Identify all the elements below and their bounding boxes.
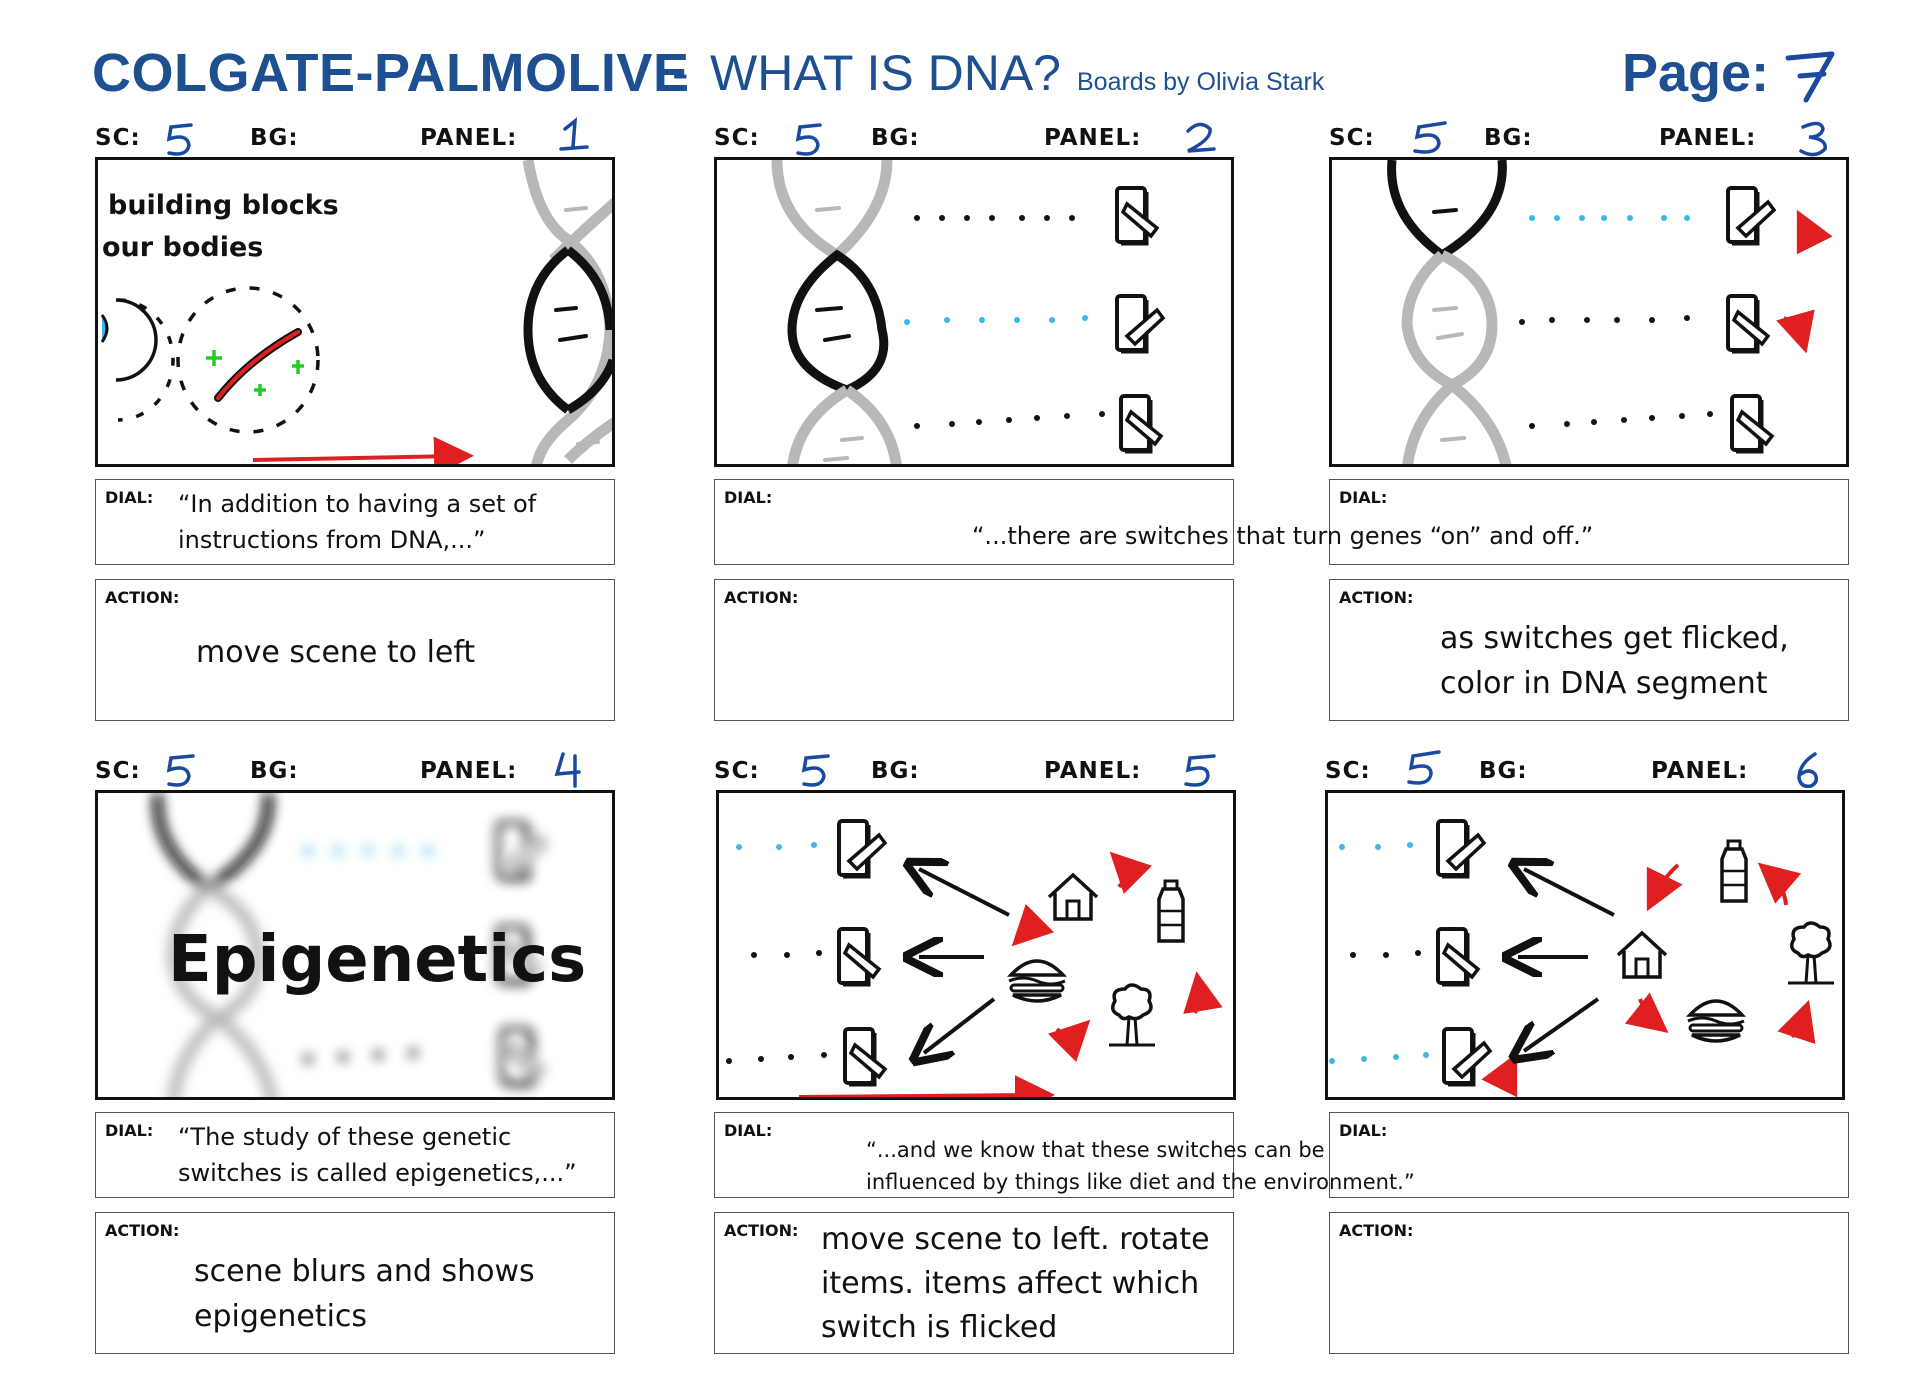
panel-frame: building blocks our bodies bbox=[95, 157, 615, 467]
dial-label: DIAL: bbox=[724, 1121, 773, 1140]
bg-label: BG: bbox=[871, 758, 920, 784]
action-line-3: switch is flicked bbox=[821, 1310, 1058, 1345]
action-line-2: color in DNA segment bbox=[1440, 666, 1768, 701]
frame-caption-line-2: our bodies bbox=[102, 232, 264, 263]
panel-label: PANEL: bbox=[1659, 125, 1757, 151]
page-number-handwritten bbox=[1785, 51, 1835, 103]
sc-number-5 bbox=[166, 123, 193, 156]
sc-number-5 bbox=[166, 754, 195, 787]
panel-label: PANEL: bbox=[1044, 125, 1142, 151]
panel-meta: SC: BG: PANEL: bbox=[1329, 115, 1849, 157]
bg-label: BG: bbox=[1479, 758, 1528, 784]
dialogue-line-1: “The study of these genetic bbox=[178, 1123, 512, 1151]
panel-number-6 bbox=[1797, 752, 1819, 789]
dialogue-box: DIAL: “In addition to having a set of in… bbox=[95, 479, 615, 565]
panel-frame bbox=[1329, 157, 1849, 467]
panel-meta: SC: BG: PANEL: bbox=[1325, 748, 1849, 789]
dialogue-line-2: instructions from DNA,...” bbox=[178, 526, 486, 554]
sc-label: SC: bbox=[1329, 125, 1375, 151]
action-label: ACTION: bbox=[105, 1221, 180, 1240]
action-label: ACTION: bbox=[105, 588, 180, 607]
bg-label: BG: bbox=[1484, 125, 1533, 151]
panel-1-illustration bbox=[100, 160, 612, 464]
action-line-2: items. items affect which bbox=[821, 1266, 1200, 1301]
bg-label: BG: bbox=[250, 758, 299, 784]
sc-label: SC: bbox=[714, 125, 760, 151]
panel-2-dialogue-line-1: “...there are switches that turn genes “… bbox=[972, 522, 1594, 550]
panel-meta: SC: BG: PANEL: bbox=[714, 748, 1234, 788]
page-header: COLGATE-PALMOLIVE - WHAT IS DNA? Boards … bbox=[92, 38, 1852, 108]
dialogue-box: DIAL: bbox=[1329, 479, 1849, 565]
sc-number-5 bbox=[1407, 750, 1441, 785]
dialogue-line-2: switches is called epigenetics,...” bbox=[178, 1159, 577, 1187]
panel-3-illustration bbox=[1387, 160, 1833, 464]
panel-meta: SC: BG: PANEL: bbox=[95, 748, 615, 788]
dial-label: DIAL: bbox=[724, 488, 773, 507]
panel-frame bbox=[716, 790, 1236, 1100]
action-line-1: scene blurs and shows bbox=[194, 1254, 535, 1289]
sc-label: SC: bbox=[1325, 758, 1371, 784]
frame-caption-line-1: building blocks bbox=[108, 190, 339, 221]
dialogue-box: DIAL: “The study of these genetic switch… bbox=[95, 1112, 615, 1198]
dial-label: DIAL: bbox=[1339, 1121, 1388, 1140]
panel-meta: SC: BG: PANEL: bbox=[95, 115, 615, 156]
dialogue-box: DIAL: bbox=[714, 1112, 1234, 1198]
panel-5-dialogue-line-2: influenced by things like diet and the e… bbox=[866, 1170, 1415, 1194]
epigenetics-title: Epigenetics bbox=[168, 923, 587, 997]
action-label: ACTION: bbox=[1339, 1221, 1414, 1240]
sc-label: SC: bbox=[714, 758, 760, 784]
panel-number-5 bbox=[1184, 754, 1216, 787]
panel-frame: Epigenetics bbox=[95, 790, 615, 1100]
action-box: ACTION: as switches get flicked, color i… bbox=[1329, 579, 1849, 721]
panel-5-dialogue-line-1: “...and we know that these switches can … bbox=[866, 1138, 1325, 1162]
dialogue-line-1: “In addition to having a set of bbox=[178, 490, 537, 518]
dial-label: DIAL: bbox=[1339, 488, 1388, 507]
action-box: ACTION: bbox=[714, 579, 1234, 721]
action-box: ACTION: move scene to left bbox=[95, 579, 615, 721]
panel-label: PANEL: bbox=[420, 125, 518, 151]
panel-number-2 bbox=[1186, 122, 1216, 153]
panel-number-3 bbox=[1799, 121, 1827, 157]
action-label: ACTION: bbox=[724, 588, 799, 607]
action-line-1: move scene to left bbox=[196, 635, 476, 670]
bg-label: BG: bbox=[250, 125, 299, 151]
action-box: ACTION: bbox=[1329, 1212, 1849, 1354]
dialogue-box: DIAL: bbox=[1329, 1112, 1849, 1198]
panel-number-1 bbox=[559, 117, 589, 151]
project-title: WHAT IS DNA? bbox=[710, 45, 1061, 101]
sc-number-5 bbox=[801, 754, 830, 787]
dialogue-box: DIAL: bbox=[714, 479, 1234, 565]
panel-label: PANEL: bbox=[1044, 758, 1142, 784]
client-brand: COLGATE-PALMOLIVE bbox=[92, 43, 690, 103]
panel-4-blurred-background bbox=[152, 793, 546, 1097]
action-line-1: move scene to left. rotate bbox=[821, 1222, 1210, 1257]
artist-byline: Boards by Olivia Stark bbox=[1077, 68, 1325, 96]
sc-number-5 bbox=[1413, 121, 1447, 154]
panel-2-illustration bbox=[771, 160, 1165, 464]
action-box: ACTION: move scene to left. rotate items… bbox=[714, 1212, 1234, 1354]
panel-6-illustration bbox=[1329, 819, 1836, 1097]
bg-label: BG: bbox=[871, 125, 920, 151]
sc-label: SC: bbox=[95, 125, 141, 151]
action-line-2: epigenetics bbox=[194, 1299, 368, 1334]
sc-label: SC: bbox=[95, 758, 141, 784]
panel-label: PANEL: bbox=[420, 758, 518, 784]
action-box: ACTION: scene blurs and shows epigenetic… bbox=[95, 1212, 615, 1354]
panel-meta: SC: BG: PANEL: bbox=[714, 115, 1234, 156]
panel-label: PANEL: bbox=[1651, 758, 1749, 784]
page-label: Page: bbox=[1622, 43, 1770, 103]
panel-frame bbox=[1325, 790, 1845, 1100]
panel-5-illustration bbox=[726, 819, 1223, 1097]
title-separator: - bbox=[672, 45, 689, 101]
dial-label: DIAL: bbox=[105, 488, 154, 507]
sc-number-5 bbox=[795, 123, 822, 156]
action-label: ACTION: bbox=[1339, 588, 1414, 607]
panel-number-4 bbox=[554, 752, 581, 788]
panel-frame bbox=[714, 157, 1234, 467]
dial-label: DIAL: bbox=[105, 1121, 154, 1140]
action-label: ACTION: bbox=[724, 1221, 799, 1240]
action-line-1: as switches get flicked, bbox=[1440, 621, 1789, 656]
